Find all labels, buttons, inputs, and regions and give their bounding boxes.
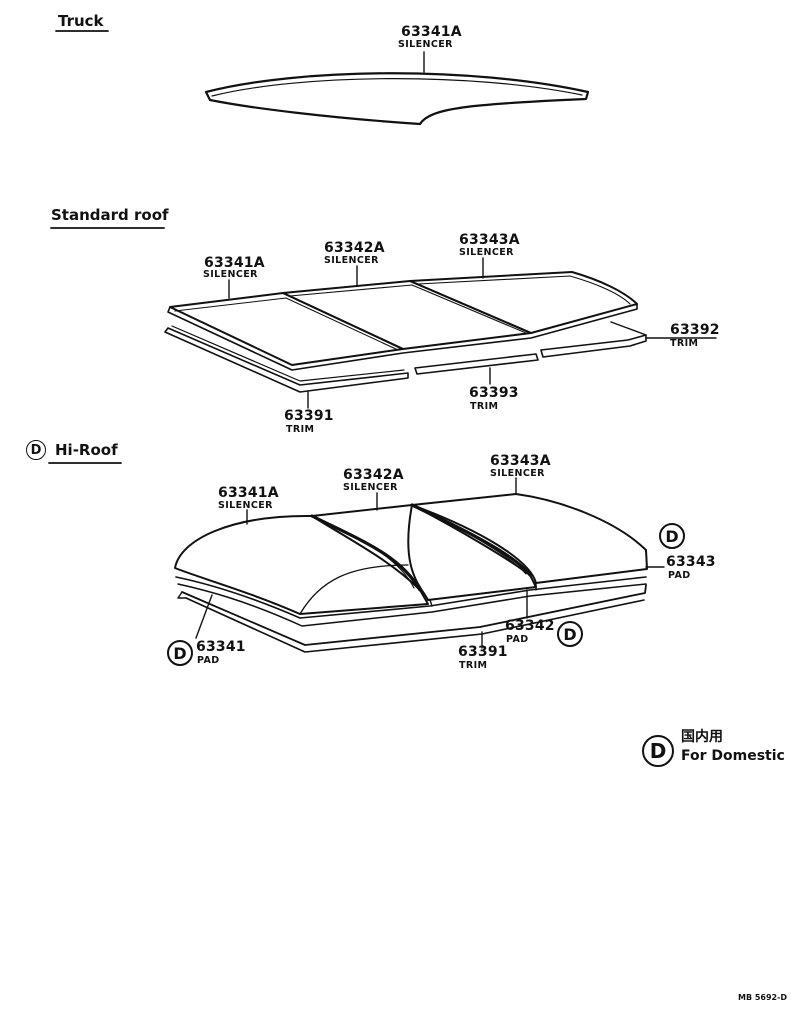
section-title-truck: Truck xyxy=(58,12,104,30)
hi-part-number-63343A: 63343A xyxy=(490,453,551,469)
truck-silencer-panel xyxy=(204,72,590,126)
legend-domestic-badge-icon: D xyxy=(642,735,674,767)
hi-part-number-63342: 63342 xyxy=(505,618,555,634)
hi-part-number-63341A: 63341A xyxy=(218,485,279,501)
std-part-number-63391: 63391 xyxy=(284,408,334,424)
section-title-hi-roof: Hi-Roof xyxy=(55,441,118,459)
hiroof-silencer-panels xyxy=(174,493,648,615)
std-part-number-63392: 63392 xyxy=(670,322,720,338)
hi-part-name-pad-63342: PAD xyxy=(506,634,529,645)
std-part-name-silencer-1: SILENCER xyxy=(203,269,258,280)
domestic-badge-icon: D xyxy=(26,440,46,460)
hi-part-name-silencer-2: SILENCER xyxy=(343,482,398,493)
std-part-number-63343A: 63343A xyxy=(459,232,520,248)
std-part-name-silencer-2: SILENCER xyxy=(324,255,379,266)
std-part-name-trim-63391: TRIM xyxy=(286,424,315,435)
std-part-name-trim-63392: TRIM xyxy=(670,338,699,349)
truck-part-name-silencer: SILENCER xyxy=(398,39,453,50)
legend-for-domestic: For Domestic xyxy=(681,748,785,764)
section-title-standard-roof: Standard roof xyxy=(51,206,169,224)
hi-part-name-silencer-1: SILENCER xyxy=(218,500,273,511)
domestic-badge-icon-63342: D xyxy=(557,621,583,647)
hi-leader-63341 xyxy=(195,594,213,639)
domestic-badge-icon-63341: D xyxy=(167,640,193,666)
domestic-badge-icon-63343: D xyxy=(659,523,685,549)
std-part-number-63342A: 63342A xyxy=(324,240,385,256)
hi-part-name-trim-63391: TRIM xyxy=(459,660,488,671)
std-part-name-trim-63393: TRIM xyxy=(470,401,499,412)
hi-part-name-pad-63343: PAD xyxy=(668,570,691,581)
hi-part-name-silencer-3: SILENCER xyxy=(490,468,545,479)
standard-silencer-panels xyxy=(167,271,638,371)
legend-japanese-text: 国内用 xyxy=(681,729,723,745)
standard-trim-frame xyxy=(164,321,647,393)
hi-part-number-63341: 63341 xyxy=(196,639,246,655)
hi-part-number-63342A: 63342A xyxy=(343,467,404,483)
std-part-number-63341A: 63341A xyxy=(204,255,265,271)
hiroof-pad-layers xyxy=(175,576,647,627)
hiroof-trim-frame xyxy=(177,584,647,653)
diagram-code: MB 5692-D xyxy=(738,993,788,1002)
hi-part-name-pad-63341: PAD xyxy=(197,655,220,666)
hi-part-number-63391: 63391 xyxy=(458,644,508,660)
std-part-number-63393: 63393 xyxy=(469,385,519,401)
hi-part-number-63343: 63343 xyxy=(666,554,716,570)
std-part-name-silencer-3: SILENCER xyxy=(459,247,514,258)
truck-part-number-63341A: 63341A xyxy=(401,24,462,40)
